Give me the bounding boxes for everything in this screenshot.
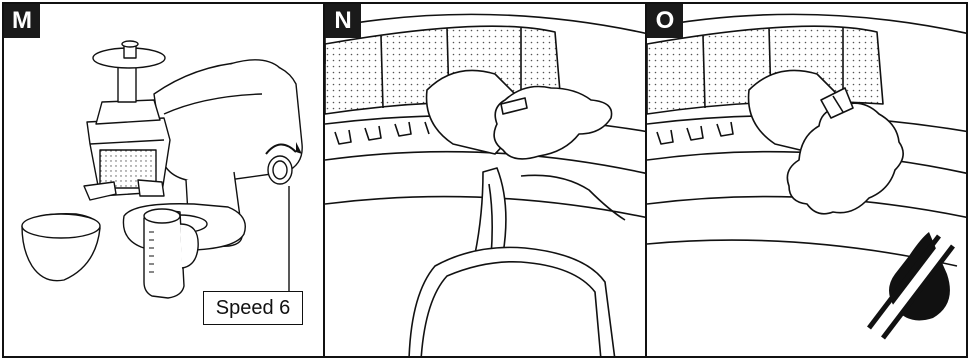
step-label-n: N bbox=[325, 4, 361, 38]
no-drip-icon bbox=[867, 232, 955, 340]
panel-n: N bbox=[323, 2, 647, 358]
mixer-juicer-illustration bbox=[21, 40, 303, 299]
step-label-o: O bbox=[647, 4, 683, 38]
panel-o: O bbox=[645, 2, 968, 358]
spout-closed-illustration bbox=[647, 13, 966, 340]
speed-callout: Speed 6 bbox=[203, 291, 303, 325]
juice-pouring-illustration bbox=[325, 13, 645, 356]
step-label-m: M bbox=[4, 4, 40, 38]
panel-m: M Speed 6 bbox=[2, 2, 325, 358]
